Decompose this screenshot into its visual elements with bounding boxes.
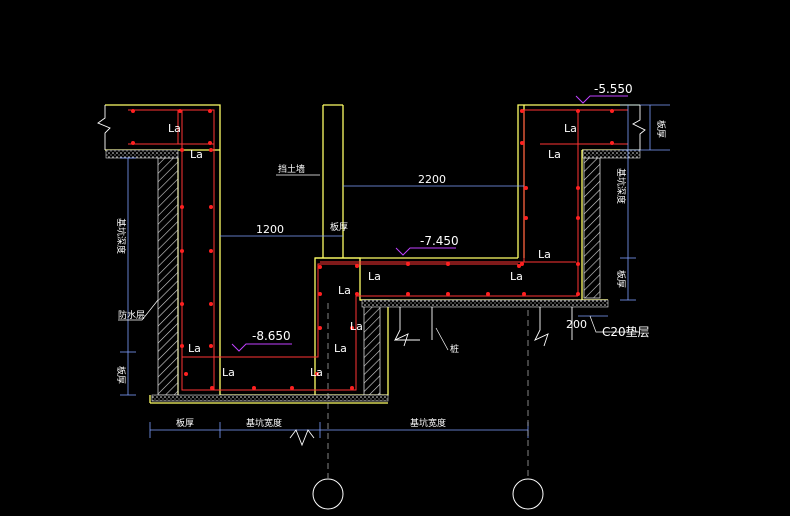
lap-label: La	[310, 366, 323, 379]
cushion-middle	[361, 299, 609, 308]
axis-lines	[327, 303, 529, 478]
lap-label: La	[538, 248, 551, 261]
right-retaining-hatch	[583, 157, 601, 299]
lap-label: La	[564, 122, 577, 135]
right-pit-outline	[517, 104, 640, 258]
level-markers	[231, 95, 628, 352]
retaining-wall-label: 挡土墙	[278, 163, 305, 175]
dim-200: 200	[566, 318, 587, 331]
level-middle: -7.450	[420, 234, 459, 248]
foundation-width-2: 基坑宽度	[410, 417, 446, 429]
break-line-icon	[97, 105, 646, 447]
lap-label: La	[168, 122, 181, 135]
slab-thickness-left: 板厚	[115, 366, 127, 384]
cushion-bottom	[151, 394, 389, 402]
cushion-left-top	[105, 149, 179, 159]
lap-label: La	[188, 342, 201, 355]
lap-label: La	[190, 148, 203, 161]
excavation-depth-left: 基坑深度	[115, 218, 127, 254]
level-bottom: -8.650	[252, 329, 291, 343]
axis-circle-icon	[512, 478, 544, 510]
slab-thickness-label: 板厚	[330, 221, 348, 233]
foundation-width-1: 基坑宽度	[246, 417, 282, 429]
waterproof-label: 防水层	[118, 309, 145, 321]
lap-label: La	[510, 270, 523, 283]
pile-label: 桩	[450, 343, 459, 355]
dim-1200: 1200	[256, 223, 284, 236]
excavation-depth-right: 基坑深度	[615, 168, 627, 204]
lap-label: La	[222, 366, 235, 379]
left-retaining-hatch	[157, 157, 179, 396]
axis-circle-icon	[312, 478, 344, 510]
cushion-label: C20垫层	[602, 324, 650, 339]
bottom-slab-thickness: 板厚	[176, 417, 194, 429]
rebar-dots	[131, 109, 614, 390]
middle-retaining-hatch	[363, 305, 381, 396]
lap-label: La	[368, 270, 381, 283]
lap-label: La	[334, 342, 347, 355]
cushion-right-top	[582, 149, 641, 159]
leader-lines	[118, 174, 640, 351]
rebar-bottom-slab-2	[182, 295, 578, 391]
rebar-bottom-slab	[182, 263, 518, 358]
slab-thickness-right: 板厚	[615, 270, 627, 288]
slab-thickness-right-top: 板厚	[655, 120, 667, 138]
lap-label: La	[548, 148, 561, 161]
lap-label: La	[350, 320, 363, 333]
lap-label: La	[338, 284, 351, 297]
dim-2200: 2200	[418, 173, 446, 186]
level-top: -5.550	[594, 82, 633, 96]
